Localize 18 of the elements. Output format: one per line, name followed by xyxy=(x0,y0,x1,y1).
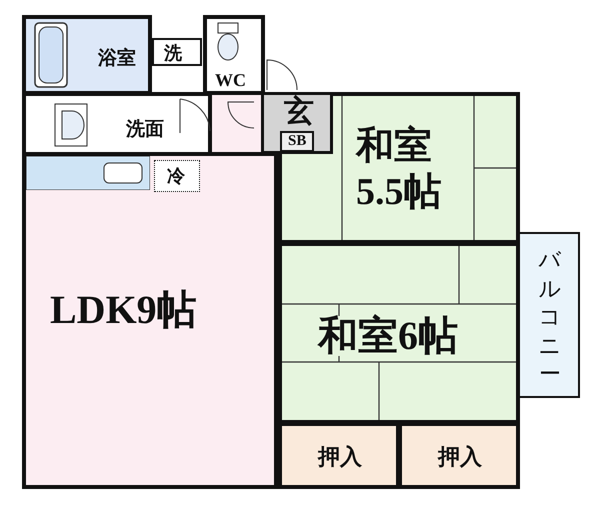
room-label: 押入 xyxy=(438,446,482,468)
room-label: 和室6帖 xyxy=(318,316,458,356)
refrigerator-space xyxy=(154,160,200,192)
living-dining-kitchen-area xyxy=(22,152,278,489)
room-label: 洗 xyxy=(164,44,182,62)
room-label: 洗面 xyxy=(126,120,164,139)
room-label: WC xyxy=(215,71,246,89)
washer-space xyxy=(152,38,202,66)
room-label: 浴室 xyxy=(98,49,136,68)
room-label: 冷 xyxy=(167,167,185,185)
room-label: 押入 xyxy=(318,446,362,468)
entrance-area xyxy=(261,92,333,154)
room-label: SB xyxy=(280,131,314,152)
room-label: 玄 xyxy=(284,97,314,127)
room-label: LDK9帖 xyxy=(50,290,197,330)
balcony-area xyxy=(518,232,580,398)
closet xyxy=(398,422,520,489)
closet xyxy=(278,422,400,489)
